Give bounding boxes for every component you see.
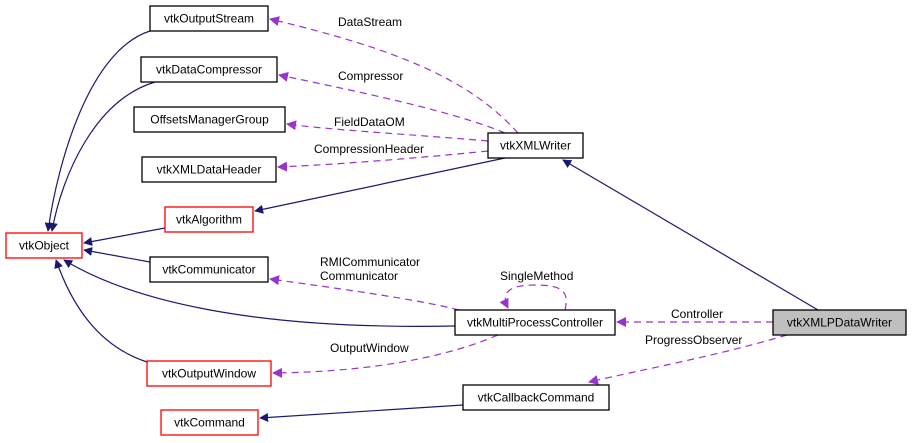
usage-edge-vtk-xmlpdata-writer-to-vtk-callback-command <box>588 334 788 385</box>
edge-label-vtk-xmlpdata-writer-to-vtk-multi-process-controller: Controller <box>671 307 723 321</box>
nodes-layer: vtkOutputStream vtkDataCompressorOffsetsM… <box>5 5 907 436</box>
node-vtk-command[interactable]: vtkCommand <box>160 409 259 436</box>
node-label: vtkObject <box>19 239 70 253</box>
node-box[interactable] <box>160 409 259 436</box>
node-label: vtkOutputWindow <box>162 367 256 381</box>
node-box[interactable] <box>141 156 277 183</box>
inheritance-edge-vtk-output-stream-to-vtk-object <box>44 30 151 232</box>
usage-edge-vtk-multi-process-controller-to-vtk-communicator <box>269 275 460 311</box>
node-box[interactable] <box>772 309 907 336</box>
node-box[interactable] <box>454 309 616 336</box>
node-vtk-output-window[interactable]: vtkOutputWindow <box>146 360 272 387</box>
inheritance-edge-vtk-algorithm-to-vtk-object <box>83 227 166 246</box>
inheritance-edge-vtk-callback-command-to-vtk-command <box>259 404 464 422</box>
edge-label-vtk-xmlwriter-to-vtk-output-stream: DataStream <box>338 15 402 29</box>
node-vtk-output-stream[interactable]: vtkOutputStream <box>149 5 269 32</box>
inheritance-edge-vtk-data-compressor-to-vtk-object <box>48 81 156 232</box>
node-vtk-xmlpdata-writer[interactable]: vtkXMLPDataWriter <box>772 309 907 336</box>
node-label: vtkCommand <box>174 416 245 430</box>
node-vtk-communicator[interactable]: vtkCommunicator <box>149 256 269 283</box>
usage-edge-vtk-xmlwriter-to-vtk-xmldata-header <box>277 150 489 172</box>
edge-label-vtk-xmlwriter-to-offsets-manager-group: FieldDataOM <box>334 115 405 129</box>
node-box[interactable] <box>133 106 286 133</box>
node-label: vtkAlgorithm <box>176 213 242 227</box>
node-box[interactable] <box>164 206 254 233</box>
usage-edge-vtk-multi-process-controller-to-vtk-output-window <box>272 334 499 378</box>
node-box[interactable] <box>140 56 278 83</box>
node-box[interactable] <box>146 360 272 387</box>
edge-label-vtk-multi-process-controller-to-vtk-output-window: OutputWindow <box>330 341 409 355</box>
node-vtk-data-compressor[interactable]: vtkDataCompressor <box>140 56 278 83</box>
node-label: vtkCallbackCommand <box>478 391 595 405</box>
node-vtk-callback-command[interactable]: vtkCallbackCommand <box>462 384 610 411</box>
usage-edge-vtk-multi-process-controller-to-vtk-multi-process-controller <box>499 284 567 311</box>
node-label: vtkDataCompressor <box>156 63 262 77</box>
node-label: vtkXMLDataHeader <box>157 163 262 177</box>
node-vtk-algorithm[interactable]: vtkAlgorithm <box>164 206 254 233</box>
edges-layer <box>44 16 819 422</box>
inheritance-edge-vtk-communicator-to-vtk-object <box>83 247 151 263</box>
node-box[interactable] <box>487 132 584 159</box>
node-vtk-multi-process-controller[interactable]: vtkMultiProcessController <box>454 309 616 336</box>
inheritance-edge-vtk-xmlpdata-writer-to-vtk-xmlwriter <box>562 159 819 311</box>
node-box[interactable] <box>5 232 83 259</box>
node-offsets-manager-group[interactable]: OffsetsManagerGroup <box>133 106 286 133</box>
node-label: vtkCommunicator <box>162 263 255 277</box>
node-label: vtkXMLPDataWriter <box>787 316 892 330</box>
node-vtk-xmldata-header[interactable]: vtkXMLDataHeader <box>141 156 277 183</box>
node-label: vtkOutputStream <box>164 12 254 26</box>
edge-label-vtk-multi-process-controller-to-vtk-multi-process-controller: SingleMethod <box>500 269 573 283</box>
inheritance-edge-vtk-multi-process-controller-to-vtk-object <box>63 259 456 327</box>
node-label: vtkMultiProcessController <box>467 316 603 330</box>
usage-edge-vtk-xmlwriter-to-offsets-manager-group <box>286 120 489 142</box>
edge-label-vtk-xmlwriter-to-vtk-xmldata-header: CompressionHeader <box>314 142 424 156</box>
node-box[interactable] <box>149 5 269 32</box>
edge-label-vtk-xmlwriter-to-vtk-data-compressor: Compressor <box>338 69 403 83</box>
node-box[interactable] <box>462 384 610 411</box>
node-vtk-xmlwriter[interactable]: vtkXMLWriter <box>487 132 584 159</box>
inheritance-edge-vtk-output-window-to-vtk-object <box>54 259 148 363</box>
inheritance-edge-vtk-xmlwriter-to-vtk-algorithm <box>254 157 506 214</box>
node-box[interactable] <box>149 256 269 283</box>
usage-edge-vtk-xmlwriter-to-vtk-output-stream <box>269 16 519 134</box>
node-vtk-object[interactable]: vtkObject <box>5 232 83 259</box>
node-label: OffsetsManagerGroup <box>150 113 269 127</box>
usage-edge-vtk-xmlwriter-to-vtk-data-compressor <box>278 71 506 134</box>
node-label: vtkXMLWriter <box>500 139 571 153</box>
edge-label-vtk-xmlpdata-writer-to-vtk-callback-command: ProgressObserver <box>645 333 742 347</box>
